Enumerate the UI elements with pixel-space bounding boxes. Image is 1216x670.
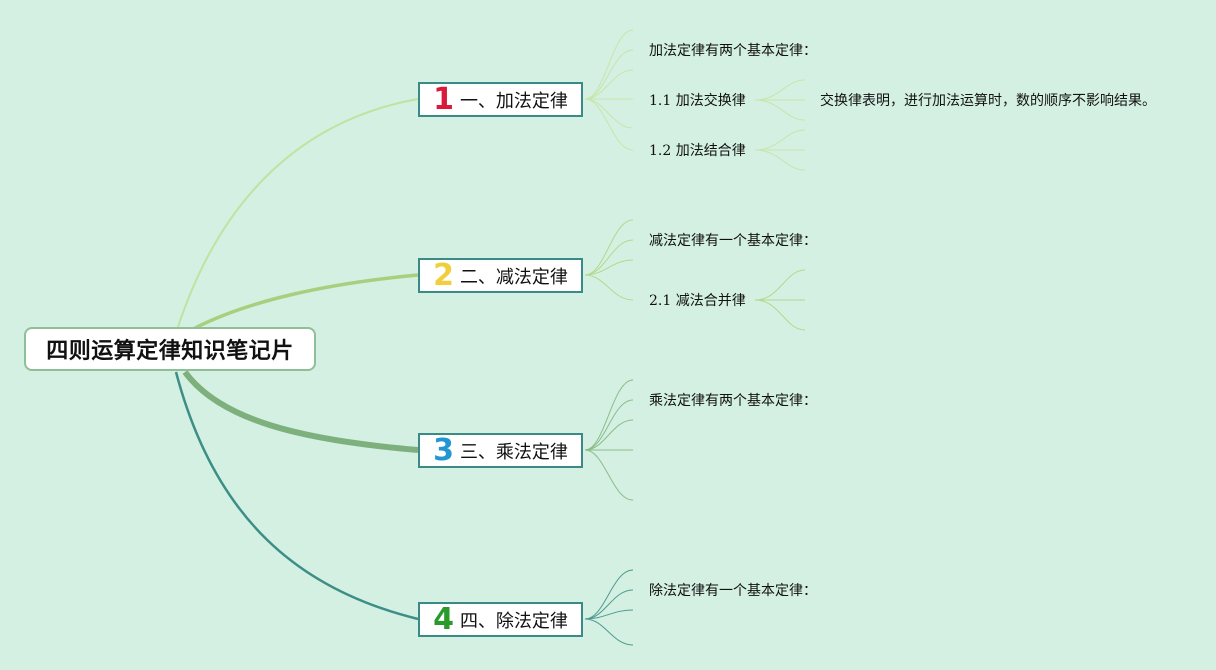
- branch-number-2: 2: [433, 257, 454, 293]
- topic-multiplication-intro[interactable]: 乘法定律有两个基本定律：: [649, 393, 817, 409]
- branch-label-3: 三、乘法定律: [459, 441, 568, 463]
- fan-branch-4: [584, 569, 634, 646]
- topic-subtraction-merge[interactable]: 2.1 减法合并律: [649, 293, 746, 309]
- link-root-branch-4: [174, 371, 419, 621]
- link-root-branch-2: [194, 273, 419, 330]
- branch-label-4: 四、除法定律: [459, 610, 568, 632]
- branch-node-1[interactable]: 1 一、加法定律: [418, 82, 583, 117]
- fan-branch-1: [584, 29, 806, 171]
- branch-number-1: 1: [433, 81, 454, 117]
- branch-node-4[interactable]: 4 四、除法定律: [418, 602, 583, 637]
- link-root-branch-1: [177, 98, 419, 328]
- topic-commutative-note[interactable]: 交换律表明，进行加法运算时，数的顺序不影响结果。: [820, 93, 1156, 109]
- branch-label-1: 一、加法定律: [459, 90, 568, 112]
- topic-addition-intro[interactable]: 加法定律有两个基本定律：: [649, 43, 817, 59]
- link-root-branch-3: [182, 370, 419, 453]
- branch-number-3: 3: [433, 432, 454, 468]
- fan-branch-3: [584, 379, 634, 501]
- branch-number-4: 4: [433, 601, 454, 637]
- topic-addition-associative[interactable]: 1.2 加法结合律: [649, 143, 746, 159]
- topic-addition-commutative[interactable]: 1.1 加法交换律: [649, 93, 746, 109]
- root-node[interactable]: 四则运算定律知识笔记片: [24, 327, 316, 371]
- branch-label-2: 二、减法定律: [459, 266, 568, 288]
- branch-node-3[interactable]: 3 三、乘法定律: [418, 433, 583, 468]
- root-title: 四则运算定律知识笔记片: [46, 339, 294, 364]
- topic-subtraction-intro[interactable]: 减法定律有一个基本定律：: [649, 233, 817, 249]
- branch-node-2[interactable]: 2 二、减法定律: [418, 258, 583, 293]
- fan-branch-2: [584, 219, 806, 331]
- topic-division-intro[interactable]: 除法定律有一个基本定律：: [649, 583, 817, 599]
